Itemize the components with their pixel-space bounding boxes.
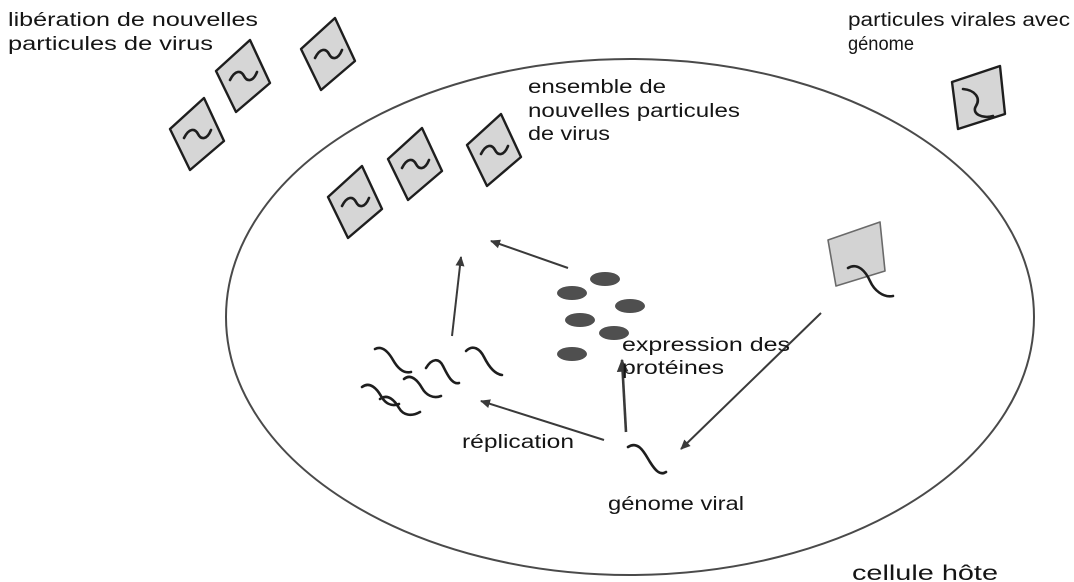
arrow-entry-to-genome (681, 313, 821, 449)
label-assembly-line-2: nouvelles particules (528, 101, 740, 122)
label-expression-line-2: protéines (622, 358, 724, 379)
protein (557, 347, 587, 361)
arrow-genomes-to-assembly (452, 257, 461, 336)
released-virus-particle (170, 98, 224, 170)
empty-capsid (828, 222, 885, 286)
released-virus-particle (301, 18, 355, 90)
assembled-virus-particle (467, 114, 521, 186)
protein (590, 272, 620, 286)
assembled-virus-particle (328, 166, 382, 238)
label-viral-genome: génome viral (608, 494, 744, 515)
genome-copy (426, 360, 459, 383)
released-virus-particle (216, 40, 270, 112)
protein (557, 286, 587, 300)
protein (615, 299, 645, 313)
arrow-proteins-to-assembly (491, 241, 568, 268)
label-assembly-line-1: ensemble de (528, 77, 666, 98)
label-release-line-1: libération de nouvelles (8, 10, 258, 31)
protein (565, 313, 595, 327)
label-virion-line-1: particules virales avec (848, 10, 1070, 31)
genome-copy (404, 377, 441, 397)
viral-genome (628, 445, 666, 473)
label-assembly-line-3: de virus (528, 124, 610, 145)
incoming-virus-particle (952, 66, 1005, 129)
label-virion-line-2: génome (848, 34, 914, 55)
label-release-line-2: particules de virus (8, 34, 213, 55)
genome-copy (380, 397, 420, 415)
genome-copy (466, 348, 502, 375)
label-replication: réplication (462, 432, 574, 453)
label-host-cell: cellule hôte (852, 562, 998, 582)
replicated-genomes (362, 348, 502, 415)
uncoating-virus-particle (828, 222, 893, 296)
assembled-virus-particle (388, 128, 442, 200)
genome-copy (375, 348, 411, 372)
label-expression-line-1: expression des (622, 335, 790, 356)
